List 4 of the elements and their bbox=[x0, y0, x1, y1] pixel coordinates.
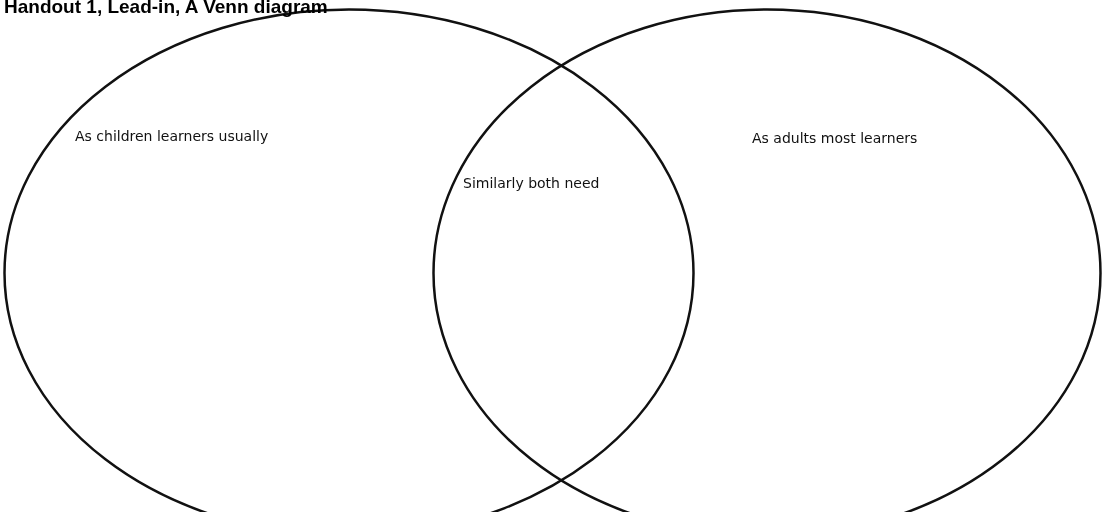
region-label: As adults most learners bbox=[752, 130, 918, 146]
overlap-label: Similarly both need bbox=[463, 175, 600, 191]
region-label: As children learners usually bbox=[75, 128, 269, 144]
diagram-title: Handout 1, Lead-in, A Venn diagram bbox=[4, 0, 328, 18]
